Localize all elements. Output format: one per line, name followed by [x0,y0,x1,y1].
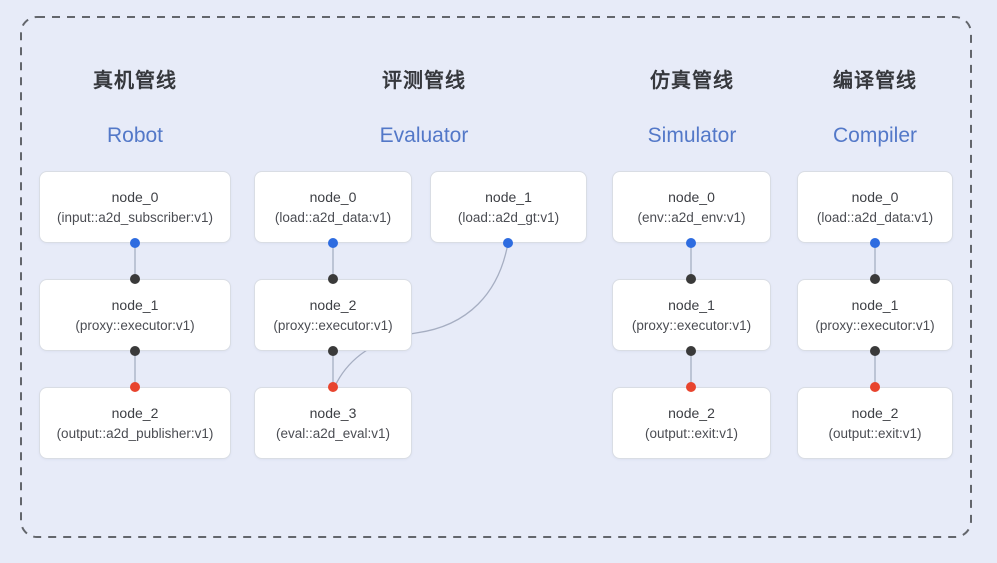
evaluator-node-2-box: node_2 (proxy::executor:v1) [254,279,412,351]
compiler-node1-input-port-dot [870,274,880,284]
node-name: node_2 [309,296,357,313]
compiler-node-2-box: node_2 (output::exit:v1) [797,387,953,459]
robot-node-1-box: node_1 (proxy::executor:v1) [39,279,231,351]
node-detail: (load::a2d_data:v1) [816,209,934,225]
node-name: node_2 [668,404,715,421]
compiler-node0-output-port-dot [870,238,880,248]
simulator-node1-output-port-dot [686,346,696,356]
evaluator-node-3-box: node_3 (eval::a2d_eval:v1) [254,387,412,459]
compiler-pipeline-title-zh: 编译管线 [833,70,917,92]
simulator-pipeline-title-en: Simulator [647,124,737,147]
simulator-node1-input-port-dot [686,274,696,284]
robot-node2-input-port-dot [130,382,140,392]
node-detail: (input::a2d_subscriber:v1) [56,209,214,225]
node-name: node_2 [851,404,899,421]
robot-node0-output-port-dot [130,238,140,248]
robot-node-0-box: node_0 (input::a2d_subscriber:v1) [39,171,231,243]
evaluator-node1-output-port-dot [503,238,513,248]
evaluator-node-0-box: node_0 (load::a2d_data:v1) [254,171,412,243]
evaluator-node0-output-port-dot [328,238,338,248]
node-detail: (eval::a2d_eval:v1) [275,425,391,441]
compiler-node-1-box: node_1 (proxy::executor:v1) [797,279,953,351]
node-detail: (proxy::executor:v1) [815,317,935,333]
node-detail: (proxy::executor:v1) [631,317,752,333]
simulator-node-2-box: node_2 (output::exit:v1) [612,387,771,459]
evaluator-node2-output-port-dot [328,346,338,356]
simulator-node2-input-port-dot [686,382,696,392]
node-detail: (output::exit:v1) [828,425,922,441]
robot-node-2-box: node_2 (output::a2d_publisher:v1) [39,387,231,459]
node-name: node_0 [851,188,899,205]
robot-pipeline-title-en: Robot [106,124,164,147]
simulator-pipeline-title-zh: 仿真管线 [650,70,734,92]
robot-node1-output-port-dot [130,346,140,356]
node-detail: (proxy::executor:v1) [273,317,393,333]
robot-node1-input-port-dot [130,274,140,284]
compiler-node1-output-port-dot [870,346,880,356]
dashed-boundary [20,16,972,538]
node-name: node_2 [111,404,159,421]
simulator-node0-output-port-dot [686,238,696,248]
node-name: node_3 [309,404,357,421]
node-detail: (load::a2d_gt:v1) [457,209,560,225]
evaluator-pipeline-title-en: Evaluator [379,124,469,147]
evaluator-node-1-box: node_1 (load::a2d_gt:v1) [430,171,587,243]
node-name: node_1 [485,188,532,205]
node-name: node_1 [668,296,715,313]
node-detail: (output::exit:v1) [644,425,739,441]
compiler-node2-input-port-dot [870,382,880,392]
robot-pipeline-title-zh: 真机管线 [93,70,177,92]
edge-evaluator-node1-node3 [334,242,509,387]
compiler-pipeline-title-en: Compiler [832,124,918,147]
node-name: node_1 [111,296,159,313]
evaluator-node3-input-port-dot [328,382,338,392]
node-detail: (output::a2d_publisher:v1) [56,425,214,441]
compiler-node-0-box: node_0 (load::a2d_data:v1) [797,171,953,243]
evaluator-pipeline-title-zh: 评测管线 [382,70,466,92]
node-detail: (proxy::executor:v1) [75,317,195,333]
simulator-node-0-box: node_0 (env::a2d_env:v1) [612,171,771,243]
node-name: node_0 [668,188,715,205]
node-detail: (env::a2d_env:v1) [637,209,746,225]
node-name: node_0 [111,188,159,205]
node-name: node_0 [309,188,357,205]
evaluator-node2-input-port-dot [328,274,338,284]
node-detail: (load::a2d_data:v1) [274,209,392,225]
node-name: node_1 [851,296,899,313]
simulator-node-1-box: node_1 (proxy::executor:v1) [612,279,771,351]
